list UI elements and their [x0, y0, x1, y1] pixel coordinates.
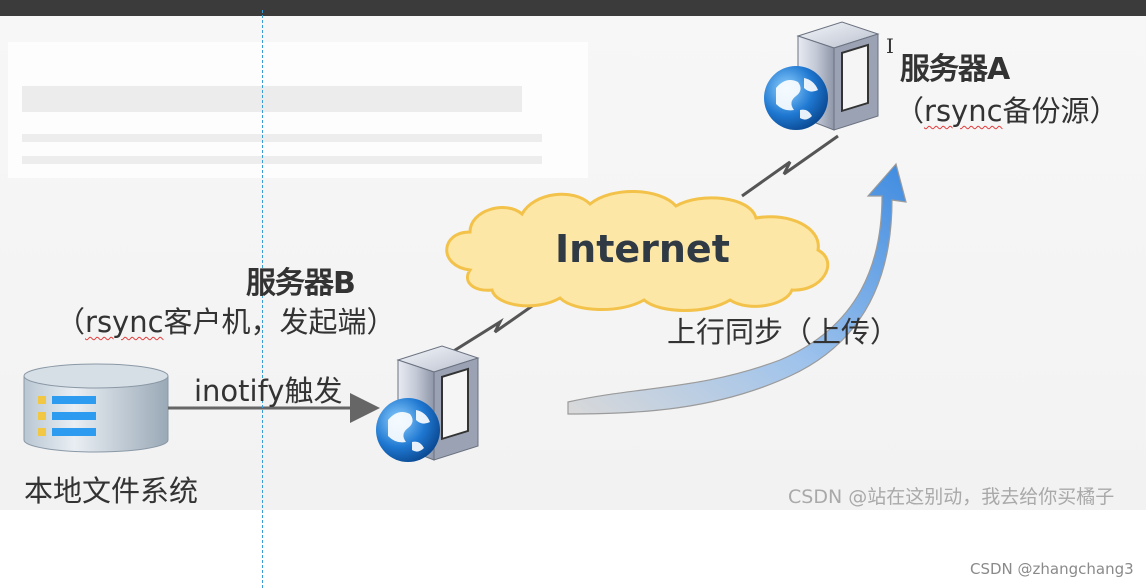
- globe-icon: [764, 66, 828, 130]
- upload-sync-label: 上行同步（上传）: [667, 315, 900, 349]
- cloud-icon: [445, 189, 830, 312]
- dashed-guide-line: [262, 10, 263, 588]
- server-b-subtitle: （rsync客户机，发起端）: [56, 305, 396, 339]
- window-top-bar: [0, 0, 1146, 16]
- server-a-subtitle: （rsync备份源）: [895, 94, 1119, 128]
- server-a-icon: [764, 21, 880, 131]
- watermark-inner: CSDN @站在这别动，我去给你买橘子: [788, 486, 1115, 508]
- internet-label: Internet: [555, 227, 730, 271]
- faded-header-region: [8, 42, 588, 178]
- globe-icon: [376, 398, 440, 462]
- curved-upload-arrow: [567, 162, 907, 415]
- server-a-title: 服务器A: [900, 52, 1010, 87]
- lightning-link-cloud-to-a: [741, 134, 839, 198]
- database-icon: [23, 363, 169, 453]
- watermark-outer: CSDN @zhangchang3: [970, 560, 1134, 578]
- inotify-trigger-label: inotify触发: [194, 374, 343, 408]
- server-b-icon: [376, 345, 480, 462]
- local-filesystem-label: 本地文件系统: [24, 474, 199, 508]
- server-b-title: 服务器B: [246, 266, 356, 301]
- lightning-link-b-to-cloud: [451, 288, 556, 354]
- text-cursor-icon: I: [886, 34, 894, 58]
